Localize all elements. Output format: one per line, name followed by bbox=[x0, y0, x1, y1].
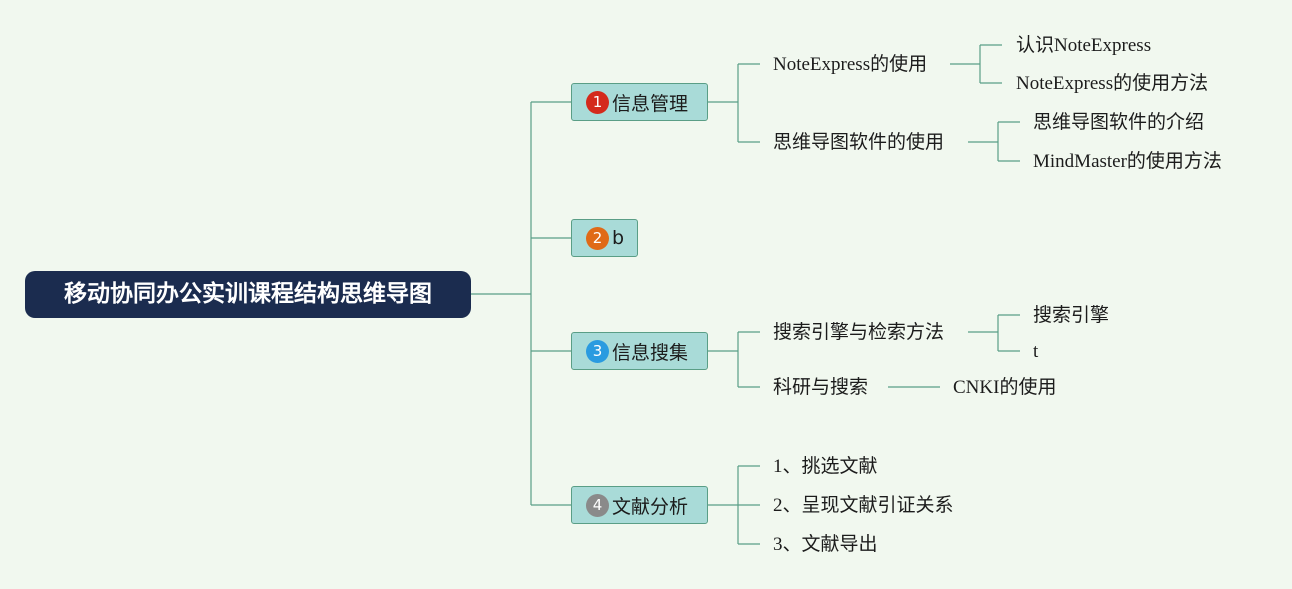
leaf-noteexpress-usage[interactable]: NoteExpress的使用方法 bbox=[1016, 73, 1209, 94]
priority-badge-1: 1 bbox=[586, 90, 609, 114]
subtopic-export-literature[interactable]: 3、文献导出 bbox=[773, 534, 878, 555]
leaf-search-engine[interactable]: 搜索引擎 bbox=[1033, 305, 1110, 326]
root-topic[interactable]: 移动协同办公实训课程结构思维导图 bbox=[25, 271, 471, 318]
leaf-t[interactable]: t bbox=[1033, 341, 1039, 362]
priority-badge-2: 2 bbox=[586, 226, 609, 250]
subtopic-search-engine-methods[interactable]: 搜索引擎与检索方法 bbox=[773, 322, 945, 343]
leaf-cnki-usage[interactable]: CNKI的使用 bbox=[953, 377, 1057, 398]
branch-topic-3[interactable]: 3 信息搜集 bbox=[571, 332, 708, 370]
priority-badge-3: 3 bbox=[586, 339, 609, 363]
branch-label-3: 信息搜集 bbox=[612, 341, 689, 364]
branch-topic-2[interactable]: 2 b bbox=[571, 219, 638, 257]
priority-badge-4: 4 bbox=[586, 493, 609, 517]
subtopic-select-literature[interactable]: 1、挑选文献 bbox=[773, 456, 878, 477]
branch-label-1: 信息管理 bbox=[612, 92, 689, 115]
subtopic-citation-relations[interactable]: 2、呈现文献引证关系 bbox=[773, 495, 954, 516]
leaf-mindmap-intro[interactable]: 思维导图软件的介绍 bbox=[1033, 112, 1205, 133]
branch-label-4: 文献分析 bbox=[612, 495, 689, 518]
branch-label-2: b bbox=[612, 227, 625, 249]
branch-topic-1[interactable]: 1 信息管理 bbox=[571, 83, 708, 121]
subtopic-mindmap-software[interactable]: 思维导图软件的使用 bbox=[773, 132, 945, 153]
branch-topic-4[interactable]: 4 文献分析 bbox=[571, 486, 708, 524]
leaf-mindmaster-usage[interactable]: MindMaster的使用方法 bbox=[1033, 151, 1222, 172]
leaf-know-noteexpress[interactable]: 认识NoteExpress bbox=[1016, 35, 1152, 56]
subtopic-noteexpress[interactable]: NoteExpress的使用 bbox=[773, 54, 928, 75]
subtopic-research-search[interactable]: 科研与搜索 bbox=[773, 377, 869, 398]
